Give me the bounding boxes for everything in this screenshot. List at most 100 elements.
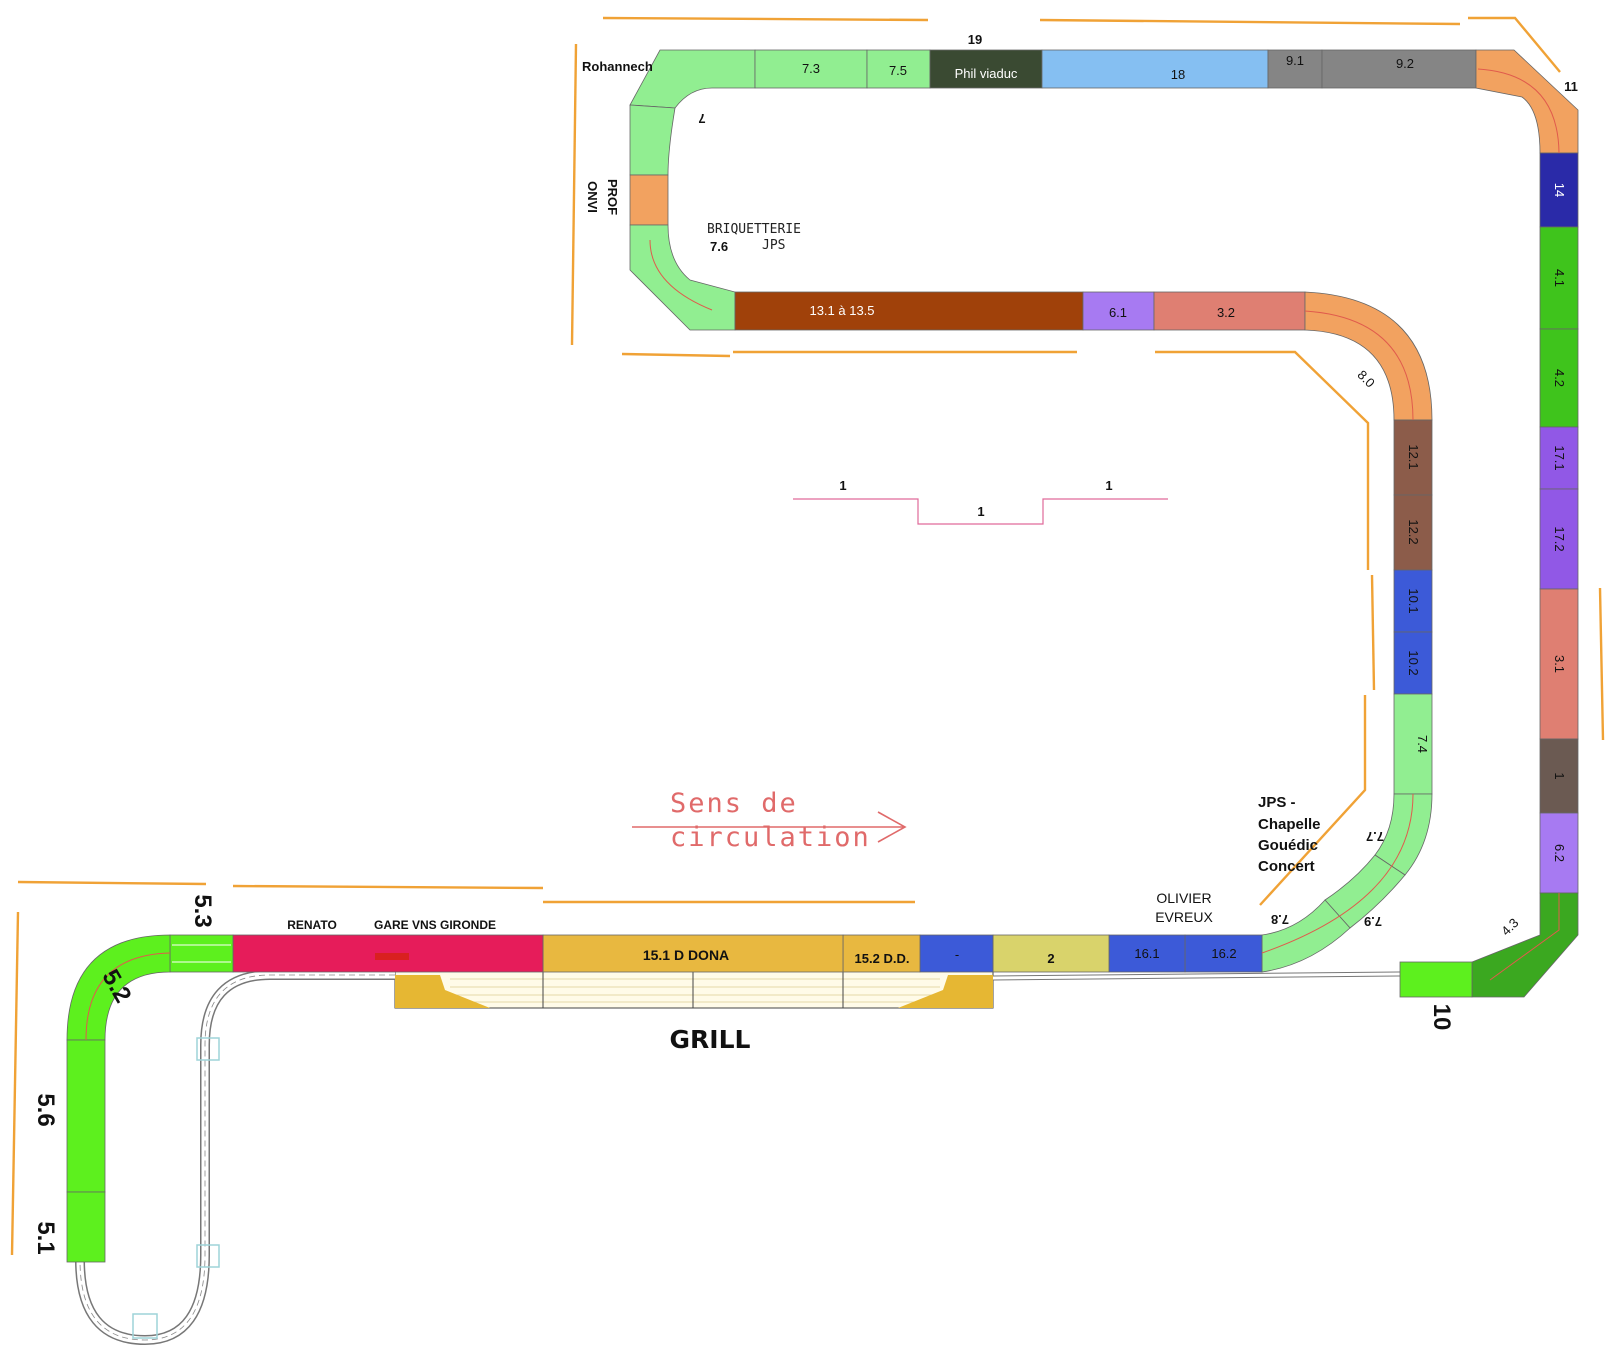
label-jps-chapelle-3: Gouédic <box>1258 837 1318 854</box>
label-olivier: OLIVIER <box>1156 890 1211 906</box>
label-7-6: 7.6 <box>710 239 728 254</box>
segment-3-1 <box>1539 588 1579 740</box>
label-jps-chapelle-2: Chapelle <box>1258 816 1321 833</box>
label-4-1: 4.1 <box>1552 269 1567 287</box>
segment-4-3 <box>1471 892 1579 998</box>
label-6-1: 6.1 <box>1109 305 1127 320</box>
segment-2 <box>992 934 1110 973</box>
segment-16-2 <box>1184 934 1263 973</box>
legend-label-1b: 1 <box>977 504 984 519</box>
label-evreux: EVREUX <box>1155 909 1213 925</box>
segment-18 <box>1041 49 1269 89</box>
label-prof: PROF <box>605 179 620 215</box>
label-gare: GARE VNS GIRONDE <box>374 918 496 932</box>
label-briquetterie: BRIQUETTERIE <box>707 222 801 237</box>
label-15-1: 15.1 D DONA <box>643 947 729 963</box>
segment-7-6 <box>629 224 736 331</box>
label-10-1: 10.1 <box>1406 588 1421 613</box>
segment-11 <box>1475 49 1579 154</box>
label-16-1: 16.1 <box>1134 946 1159 961</box>
segment-12-1 <box>1393 419 1433 496</box>
label-5-3: 5.3 <box>189 894 216 927</box>
segment-4-1 <box>1539 226 1579 330</box>
label-jps: JPS <box>762 238 785 253</box>
segment-prof-onvi <box>629 174 669 226</box>
gare-marker <box>375 953 409 960</box>
segment-7-4 <box>1393 693 1433 795</box>
segment-3-2 <box>1153 291 1306 331</box>
segment-16-1 <box>1108 934 1186 973</box>
label-8-0: 8.0 <box>1354 367 1377 390</box>
label-18: 18 <box>1171 67 1185 82</box>
secondary-track <box>75 970 1401 1346</box>
legend-height-symbol <box>793 498 1168 525</box>
label-13: 13.1 à 13.5 <box>809 303 874 318</box>
label-7: 7 <box>698 111 705 126</box>
label-rohannech: Rohannech <box>582 59 653 74</box>
label-renato: RENATO <box>287 918 337 932</box>
circulation-arrow <box>632 811 907 843</box>
label-circulation: circulation <box>670 822 871 853</box>
label-3-2: 3.2 <box>1217 305 1235 320</box>
label-4-3: 4.3 <box>1498 915 1521 938</box>
label-12-1: 12.1 <box>1406 444 1421 469</box>
label-7-8: 7.8 <box>1271 912 1289 927</box>
label-7-4: 7.4 <box>1415 735 1430 753</box>
label-17-2: 17.2 <box>1552 526 1567 551</box>
label-sens-de: Sens de <box>670 788 798 819</box>
segment-6-2 <box>1539 812 1579 894</box>
label-10: 10 <box>1428 1004 1455 1031</box>
legend-label-1c: 1 <box>1105 478 1112 493</box>
segment-4-2 <box>1539 328 1579 428</box>
segment-7-corner <box>629 104 676 176</box>
curve-centerlines <box>85 68 1560 1041</box>
segment-13 <box>734 291 1084 331</box>
label-7-5: 7.5 <box>889 63 907 78</box>
label-5-1: 5.1 <box>32 1221 59 1254</box>
label-16-2: 16.2 <box>1211 946 1236 961</box>
label-11: 11 <box>1564 79 1578 94</box>
label-10-2: 10.2 <box>1406 650 1421 675</box>
label-7-9: 7.9 <box>1364 914 1382 929</box>
segment-9-1 <box>1267 49 1323 89</box>
label-6-2: 6.2 <box>1552 844 1567 862</box>
segment-5-3 <box>169 934 234 973</box>
label-phil-viaduc: Phil viaduc <box>955 66 1018 81</box>
boundary-lines <box>10 16 1605 1256</box>
segment-17-1 <box>1539 426 1579 490</box>
label-15-2: 15.2 D.D. <box>855 951 910 966</box>
label-12-2: 12.2 <box>1406 519 1421 544</box>
segment-17-2 <box>1539 488 1579 590</box>
segment-phil-viaduc <box>929 49 1043 89</box>
grill-area <box>394 969 994 1009</box>
label-9-1: 9.1 <box>1286 53 1304 68</box>
label-5-6: 5.6 <box>32 1093 59 1126</box>
label-17-1: 17.1 <box>1552 445 1567 470</box>
segment-6-1 <box>1082 291 1155 331</box>
segment-5-6 <box>66 1039 106 1193</box>
label-4-2: 4.2 <box>1552 369 1567 387</box>
label-jps-chapelle-1: JPS - <box>1258 794 1296 811</box>
segment-1-right <box>1539 738 1579 814</box>
segment-7-3 <box>754 49 868 89</box>
labels: 7.3 7.5 19 Phil viaduc 18 9.1 9.2 11 Roh… <box>32 32 1578 1255</box>
label-9-2: 9.2 <box>1396 56 1414 71</box>
label-jps-chapelle-4: Concert <box>1258 858 1315 875</box>
label-onvi: ONVI <box>585 181 600 213</box>
label-3-1: 3.1 <box>1552 655 1567 673</box>
label-dot: - <box>955 947 959 962</box>
segment-5-1 <box>66 1191 106 1263</box>
segment-9-2 <box>1321 49 1477 89</box>
segment-8-0 <box>1304 291 1433 421</box>
segment-10 <box>1399 961 1473 998</box>
segment-7-5 <box>866 49 931 89</box>
label-14: 14 <box>1552 183 1567 197</box>
label-7-3: 7.3 <box>802 61 820 76</box>
label-7-7: 7.7 <box>1366 829 1384 844</box>
label-2: 2 <box>1047 951 1054 966</box>
segment-15-2 <box>842 934 921 973</box>
label-19: 19 <box>968 32 982 47</box>
label-1-right: 1 <box>1552 772 1567 779</box>
label-grill: GRILL <box>670 1025 751 1054</box>
